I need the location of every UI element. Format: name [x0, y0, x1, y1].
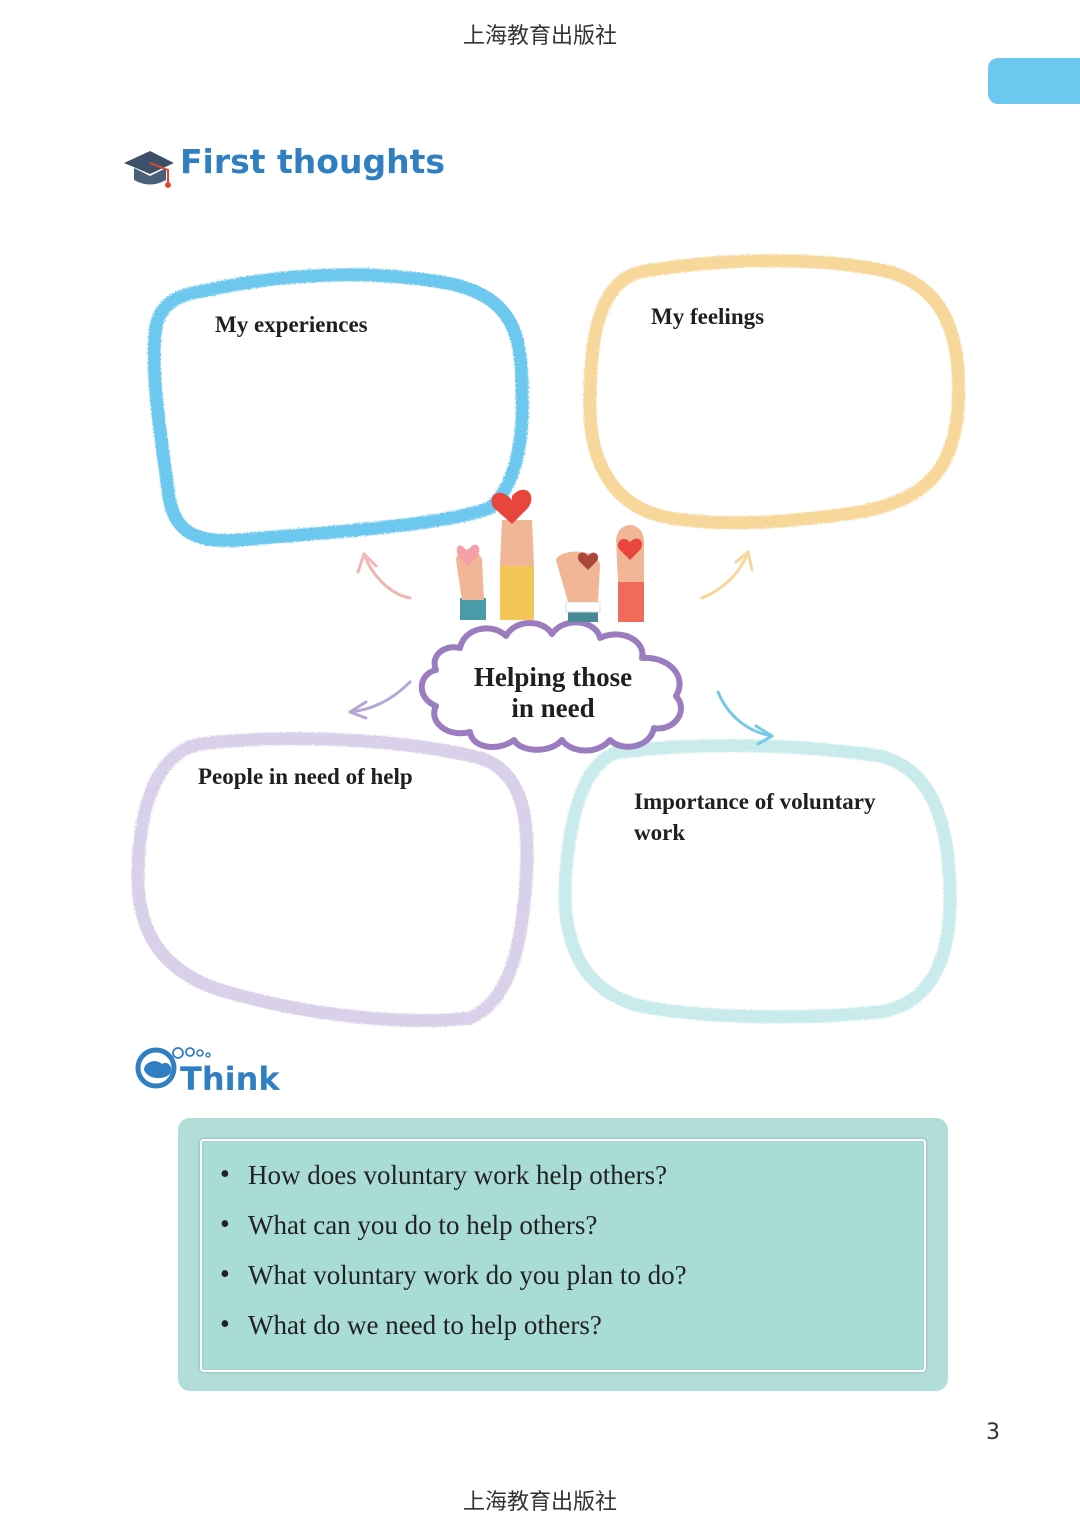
section-title-first-thoughts: First thoughts: [180, 142, 445, 181]
mind-map-center-topic: Helping those in need: [448, 662, 658, 724]
arrow-to-people: [348, 680, 412, 720]
graduation-cap-icon: [124, 151, 174, 188]
center-topic-line-2: in need: [511, 693, 595, 723]
question-item: How does voluntary work help others?: [220, 1159, 687, 1210]
helping-hands-illustration: [456, 489, 644, 622]
page-number: 3: [986, 1420, 1000, 1445]
question-item: What voluntary work do you plan to do?: [220, 1259, 687, 1310]
page-edge-tab: [988, 58, 1080, 104]
arrow-to-experiences: [356, 552, 412, 600]
box-label-importance: Importance of voluntary work: [634, 789, 876, 845]
feelings-box-outline: [583, 254, 966, 530]
box-label-people-in-need: People in need of help: [198, 764, 413, 789]
publisher-header: 上海教育出版社: [462, 24, 617, 49]
publisher-footer: 上海教育出版社: [462, 1490, 617, 1515]
question-item: What can you do to help others?: [220, 1209, 687, 1260]
question-item: What do we need to help others?: [220, 1309, 687, 1360]
thought-cloud-icon: [135, 1047, 211, 1089]
box-label-my-feelings: My feelings: [651, 304, 765, 329]
think-question-list: How does voluntary work help others? Wha…: [220, 1159, 687, 1360]
center-topic-line-1: Helping those: [473, 662, 633, 692]
arrow-to-feelings: [700, 550, 754, 600]
arrow-to-importance: [716, 690, 774, 746]
box-label-my-experiences: My experiences: [215, 312, 368, 337]
section-title-think: Think: [180, 1060, 280, 1098]
